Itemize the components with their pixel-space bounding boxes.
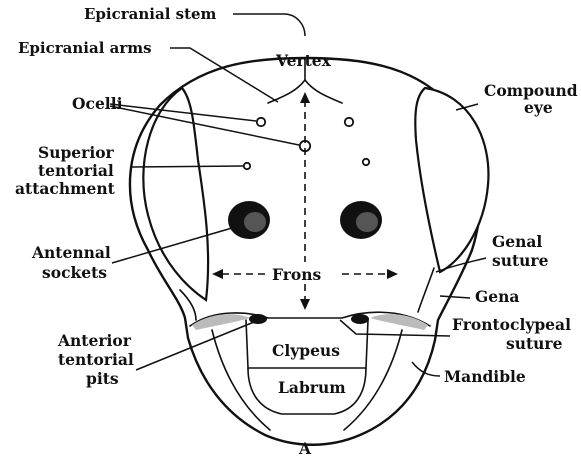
frontoclypeal-stipple-right <box>370 314 428 330</box>
label-mandible: Mandible <box>444 367 526 386</box>
compound-eye-right <box>415 88 488 272</box>
antennal-socket-left-inner <box>244 212 266 232</box>
label-anterior-1: Anterior <box>57 331 132 350</box>
label-frontoclypeal-2: suture <box>506 334 563 353</box>
frons-arrow-left <box>212 269 223 279</box>
leader-anterior-pits <box>136 322 254 370</box>
label-epicranial-stem: Epicranial stem <box>84 5 217 23</box>
label-superior-2: tentorial <box>38 161 114 180</box>
ocellus-left <box>257 118 265 126</box>
label-gena: Gena <box>475 287 519 306</box>
mandible-left <box>212 330 270 430</box>
label-frons: Frons <box>272 265 322 284</box>
anterior-tentorial-pit-right <box>351 314 369 324</box>
figure-letter: A <box>298 439 312 458</box>
label-genal-1: Genal <box>492 232 542 251</box>
label-frontoclypeal-1: Frontoclypeal <box>452 315 571 334</box>
label-superior-1: Superior <box>38 143 115 162</box>
label-epicranial-arms: Epicranial arms <box>18 39 152 57</box>
label-compound-eye-2: eye <box>524 98 553 117</box>
leader-epicranial-stem <box>233 14 305 36</box>
label-anterior-3: pits <box>86 369 119 388</box>
label-antennal-2: sockets <box>42 263 107 282</box>
label-antennal-1: Antennal <box>31 243 111 262</box>
label-labrum: Labrum <box>278 378 346 397</box>
label-anterior-2: tentorial <box>58 350 134 369</box>
label-superior-3: attachment <box>15 179 116 198</box>
label-clypeus: Clypeus <box>272 341 340 360</box>
frons-arrow-right <box>387 269 398 279</box>
superior-tentorial-left <box>244 163 250 169</box>
genal-suture-left <box>180 290 196 320</box>
ocellus-right <box>345 118 353 126</box>
leader-gena <box>440 296 470 298</box>
midline-arrow-down <box>300 299 310 310</box>
label-ocelli: Ocelli <box>72 94 123 113</box>
label-genal-2: suture <box>492 251 549 270</box>
epicranial-arm-right <box>305 80 342 103</box>
superior-tentorial-right <box>363 159 369 165</box>
midline-arrow-up <box>300 92 310 103</box>
antennal-socket-right-inner <box>356 212 378 232</box>
label-vertex: Vertex <box>275 51 332 70</box>
genal-suture-right <box>418 268 434 312</box>
leader-superior <box>132 166 244 167</box>
